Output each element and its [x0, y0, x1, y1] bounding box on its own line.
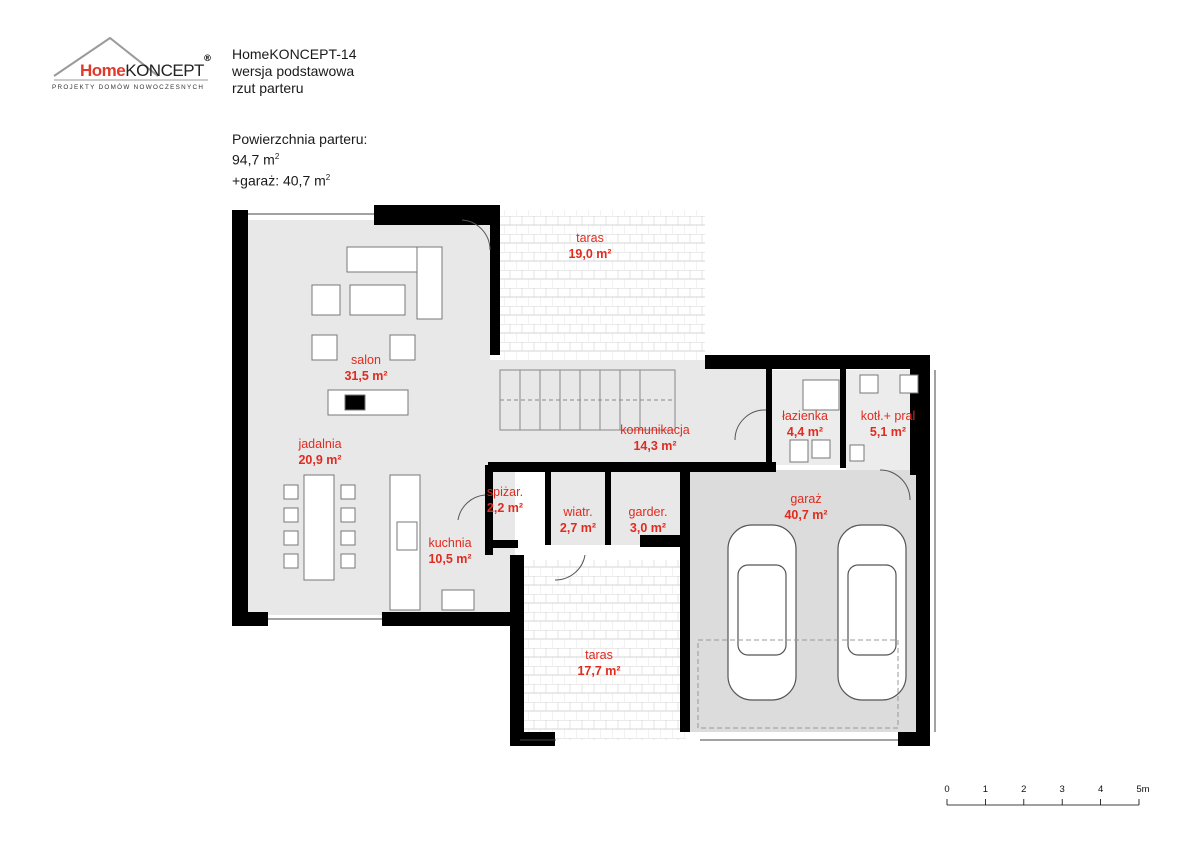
room-area-taras_n: 19,0 m² [568, 247, 611, 261]
scale-label: 0 [944, 784, 949, 795]
room-area-lazienka: 4,4 m² [787, 425, 823, 439]
doors [457, 219, 911, 581]
area-ground: 94,7 m2 [232, 151, 280, 168]
room-name-kotlownia: kotł.+ pral [861, 409, 916, 423]
furniture [283, 246, 919, 611]
room-name-taras_s: taras [585, 648, 613, 662]
room-area-komunikacja: 14,3 m² [633, 439, 676, 453]
area-label: Powierzchnia parteru: [232, 131, 368, 147]
hall-floor-2 [545, 465, 685, 545]
logo-brand: HomeKONCEPT [80, 61, 204, 81]
logo-brand-home: Home [80, 61, 126, 80]
garage-door-outline [697, 639, 899, 729]
room-labels: salon 31,5 m² jadalnia 20,9 m² kuchnia 10,5 m… [297, 231, 915, 678]
scale-bar: 0 1 2 3 4 5m [944, 784, 1150, 806]
logo-registered: ® [203, 54, 212, 64]
logo-tagline: PROJEKTY DOMÓW NOWOCZESNYCH [52, 84, 205, 91]
project-title: HomeKONCEPT-14 [232, 46, 357, 62]
area-garage: +garaż: 40,7 m2 [232, 172, 331, 189]
room-name-jadalnia: jadalnia [297, 437, 341, 451]
room-area-kuchnia: 10,5 m² [428, 552, 471, 566]
room-name-garaz: garaż [790, 492, 821, 506]
logo-brand-koncept: KONCEPT [125, 61, 204, 80]
scale-label: 5m [1136, 784, 1149, 795]
logo: HomeKONCEPT ® PROJEKTY DOMÓW NOWOCZESNYC… [48, 36, 218, 96]
room-area-salon: 31,5 m² [344, 369, 387, 383]
room-area-wiatrolap: 2,7 m² [560, 521, 596, 535]
hall-floor [490, 360, 770, 470]
terrace-north [500, 210, 705, 360]
scale-label: 3 [1060, 784, 1065, 795]
walls [232, 205, 930, 746]
stairs [499, 369, 676, 431]
car-right [837, 524, 907, 701]
project-view: rzut parteru [232, 80, 304, 96]
room-name-taras_n: taras [576, 231, 604, 245]
terrace-south [518, 560, 686, 740]
room-area-garaz: 40,7 m² [784, 508, 827, 522]
project-version: wersja podstawowa [232, 63, 355, 79]
room-area-kotlownia: 5,1 m² [870, 425, 906, 439]
room-name-spizarnia: spiżar. [487, 485, 523, 499]
room-name-garderoba: garder. [629, 505, 668, 519]
room-name-salon: salon [351, 353, 381, 367]
window-lines [248, 213, 936, 741]
scale-label: 2 [1021, 784, 1026, 795]
title-block: HomeKONCEPT-14 wersja podstawowa rzut pa… [232, 46, 356, 97]
scale-label: 4 [1098, 784, 1103, 795]
logo-roof-icon [53, 36, 208, 81]
room-name-komunikacja: komunikacja [620, 423, 690, 437]
room-area-garderoba: 3,0 m² [630, 521, 666, 535]
room-area-spizarnia: 2,2 m² [487, 501, 523, 515]
room-name-kuchnia: kuchnia [428, 536, 471, 550]
room-name-lazienka: łazienka [782, 409, 828, 423]
scale-label: 1 [983, 784, 988, 795]
room-area-taras_s: 17,7 m² [577, 664, 620, 678]
room-name-wiatrolap: wiatr. [562, 505, 592, 519]
area-block: Powierzchnia parteru: 94,7 m2 +garaż: 40… [232, 131, 367, 189]
room-area-jadalnia: 20,9 m² [298, 453, 341, 467]
car-left [727, 524, 797, 701]
